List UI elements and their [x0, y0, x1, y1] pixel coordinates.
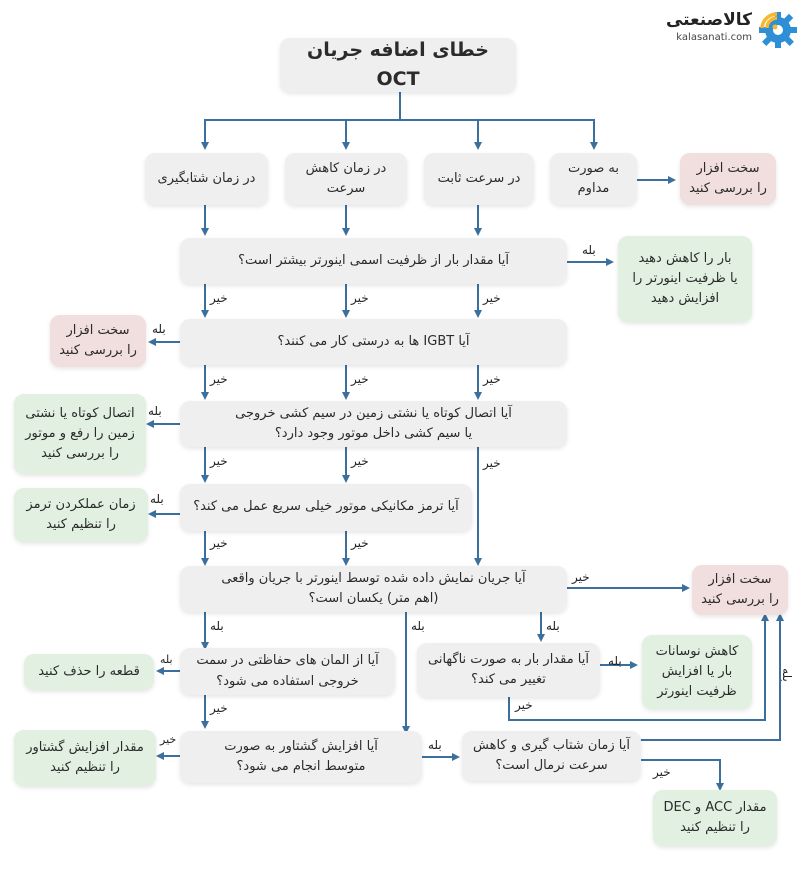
edge-label-yes: بله [150, 492, 164, 506]
action-check-hardware-1: سخت افزار را بررسی کنید [680, 153, 776, 205]
question-short-circuit: آیا اتصال کوتاه یا نشتی زمین در سیم کشی … [180, 401, 567, 447]
condition-continuous: به صورت مداوم [550, 153, 637, 205]
edge-label-no: خیر [351, 454, 369, 468]
edge-label-no: خیر [351, 291, 369, 305]
action-adjust-acc-dec: مقدار ACC و DEC را تنظیم کنید [653, 790, 777, 846]
edge-label-no: خیر [572, 570, 590, 584]
condition-constant: در سرعت ثابت [424, 153, 534, 205]
question-torque-boost: آیا افزایش گشتاور به صورت متوسط انجام می… [180, 731, 422, 783]
action-remove-part: قطعه را حذف کنید [24, 654, 154, 690]
brand-logo: کالاصنعتی kalasanati.com [650, 8, 800, 48]
action-reduce-load: بار را کاهش دهید یا ظرفیت اینورتر را افز… [618, 236, 752, 322]
edge-label-no: خیر [210, 536, 228, 550]
edge-label-no: خیر [653, 765, 671, 779]
question-displayed-current-matches: آیا جریان نمایش داده شده توسط اینورتر با… [180, 566, 567, 612]
edge-label-no: خیر [515, 698, 533, 712]
action-check-hardware-2: سخت افزار را بررسی کنید [50, 315, 146, 367]
edge-label-no: خیر [210, 291, 228, 305]
gear-signal-icon [759, 12, 797, 48]
action-adjust-torque-boost: مقدار افزایش گشتاور را تنظیم کنید [14, 730, 156, 786]
question-accel-decel-normal: آیا زمان شتاب گیری و کاهش سرعت نرمال است… [462, 731, 641, 781]
brand-name: کالاصنعتی [665, 10, 752, 30]
edge-label-no: خیر [483, 456, 501, 470]
edge-label-yes: بله [582, 243, 596, 257]
edge-label-yes: بله [779, 668, 794, 682]
edge-label-yes: بله [428, 738, 442, 752]
edge-label-no: خیر [351, 536, 369, 550]
edge-label-yes: بله [160, 653, 173, 666]
edge-label-no: خیر [160, 733, 177, 746]
question-protective-elements: آیا از المان های حفاظتی در سمت خروجی است… [180, 648, 395, 695]
question-sudden-load-change: آیا مقدار بار به صورت ناگهانی تغییر می ک… [417, 643, 600, 697]
edge-label-no: خیر [351, 372, 369, 386]
action-fix-short-circuit: اتصال کوتاه یا نشتی زمین را رفع و موتور … [14, 394, 146, 474]
edge-label-yes: بله [411, 619, 425, 633]
edge-label-yes: بله [210, 619, 224, 633]
edge-label-no: خیر [483, 291, 501, 305]
edge-label-yes: بله [148, 404, 162, 418]
edge-label-yes: بله [152, 322, 166, 336]
brand-site: kalasanati.com [676, 32, 752, 43]
edge-label-yes: بله [546, 619, 560, 633]
edge-label-no: خیر [210, 701, 228, 715]
question-igbt-ok: آیا IGBT ها به درستی کار می کنند؟ [180, 319, 567, 365]
edge-label-no: خیر [483, 372, 501, 386]
action-adjust-brake-time: زمان عملکردن ترمز را تنظیم کنید [14, 488, 148, 542]
condition-decel: در زمان کاهش سرعت [285, 153, 407, 205]
edge-label-yes: بله [608, 654, 622, 668]
action-reduce-load-fluctuation: کاهش نوسانات بار یا افزایش ظرفیت اینورتر [642, 635, 752, 709]
action-check-hardware-3: سخت افزار را بررسی کنید [692, 565, 788, 615]
question-brake-fast: آیا ترمز مکانیکی موتور خیلی سریع عمل می … [180, 484, 472, 531]
question-load-exceeds-capacity: آیا مقدار بار از ظرفیت اسمی اینورتر بیشت… [180, 238, 567, 284]
edge-label-no: خیر [210, 454, 228, 468]
chart-title: خطای اضافه جریان OCT [280, 38, 516, 92]
edge-label-no: خیر [210, 372, 228, 386]
condition-accel: در زمان شتابگیری [145, 153, 268, 205]
